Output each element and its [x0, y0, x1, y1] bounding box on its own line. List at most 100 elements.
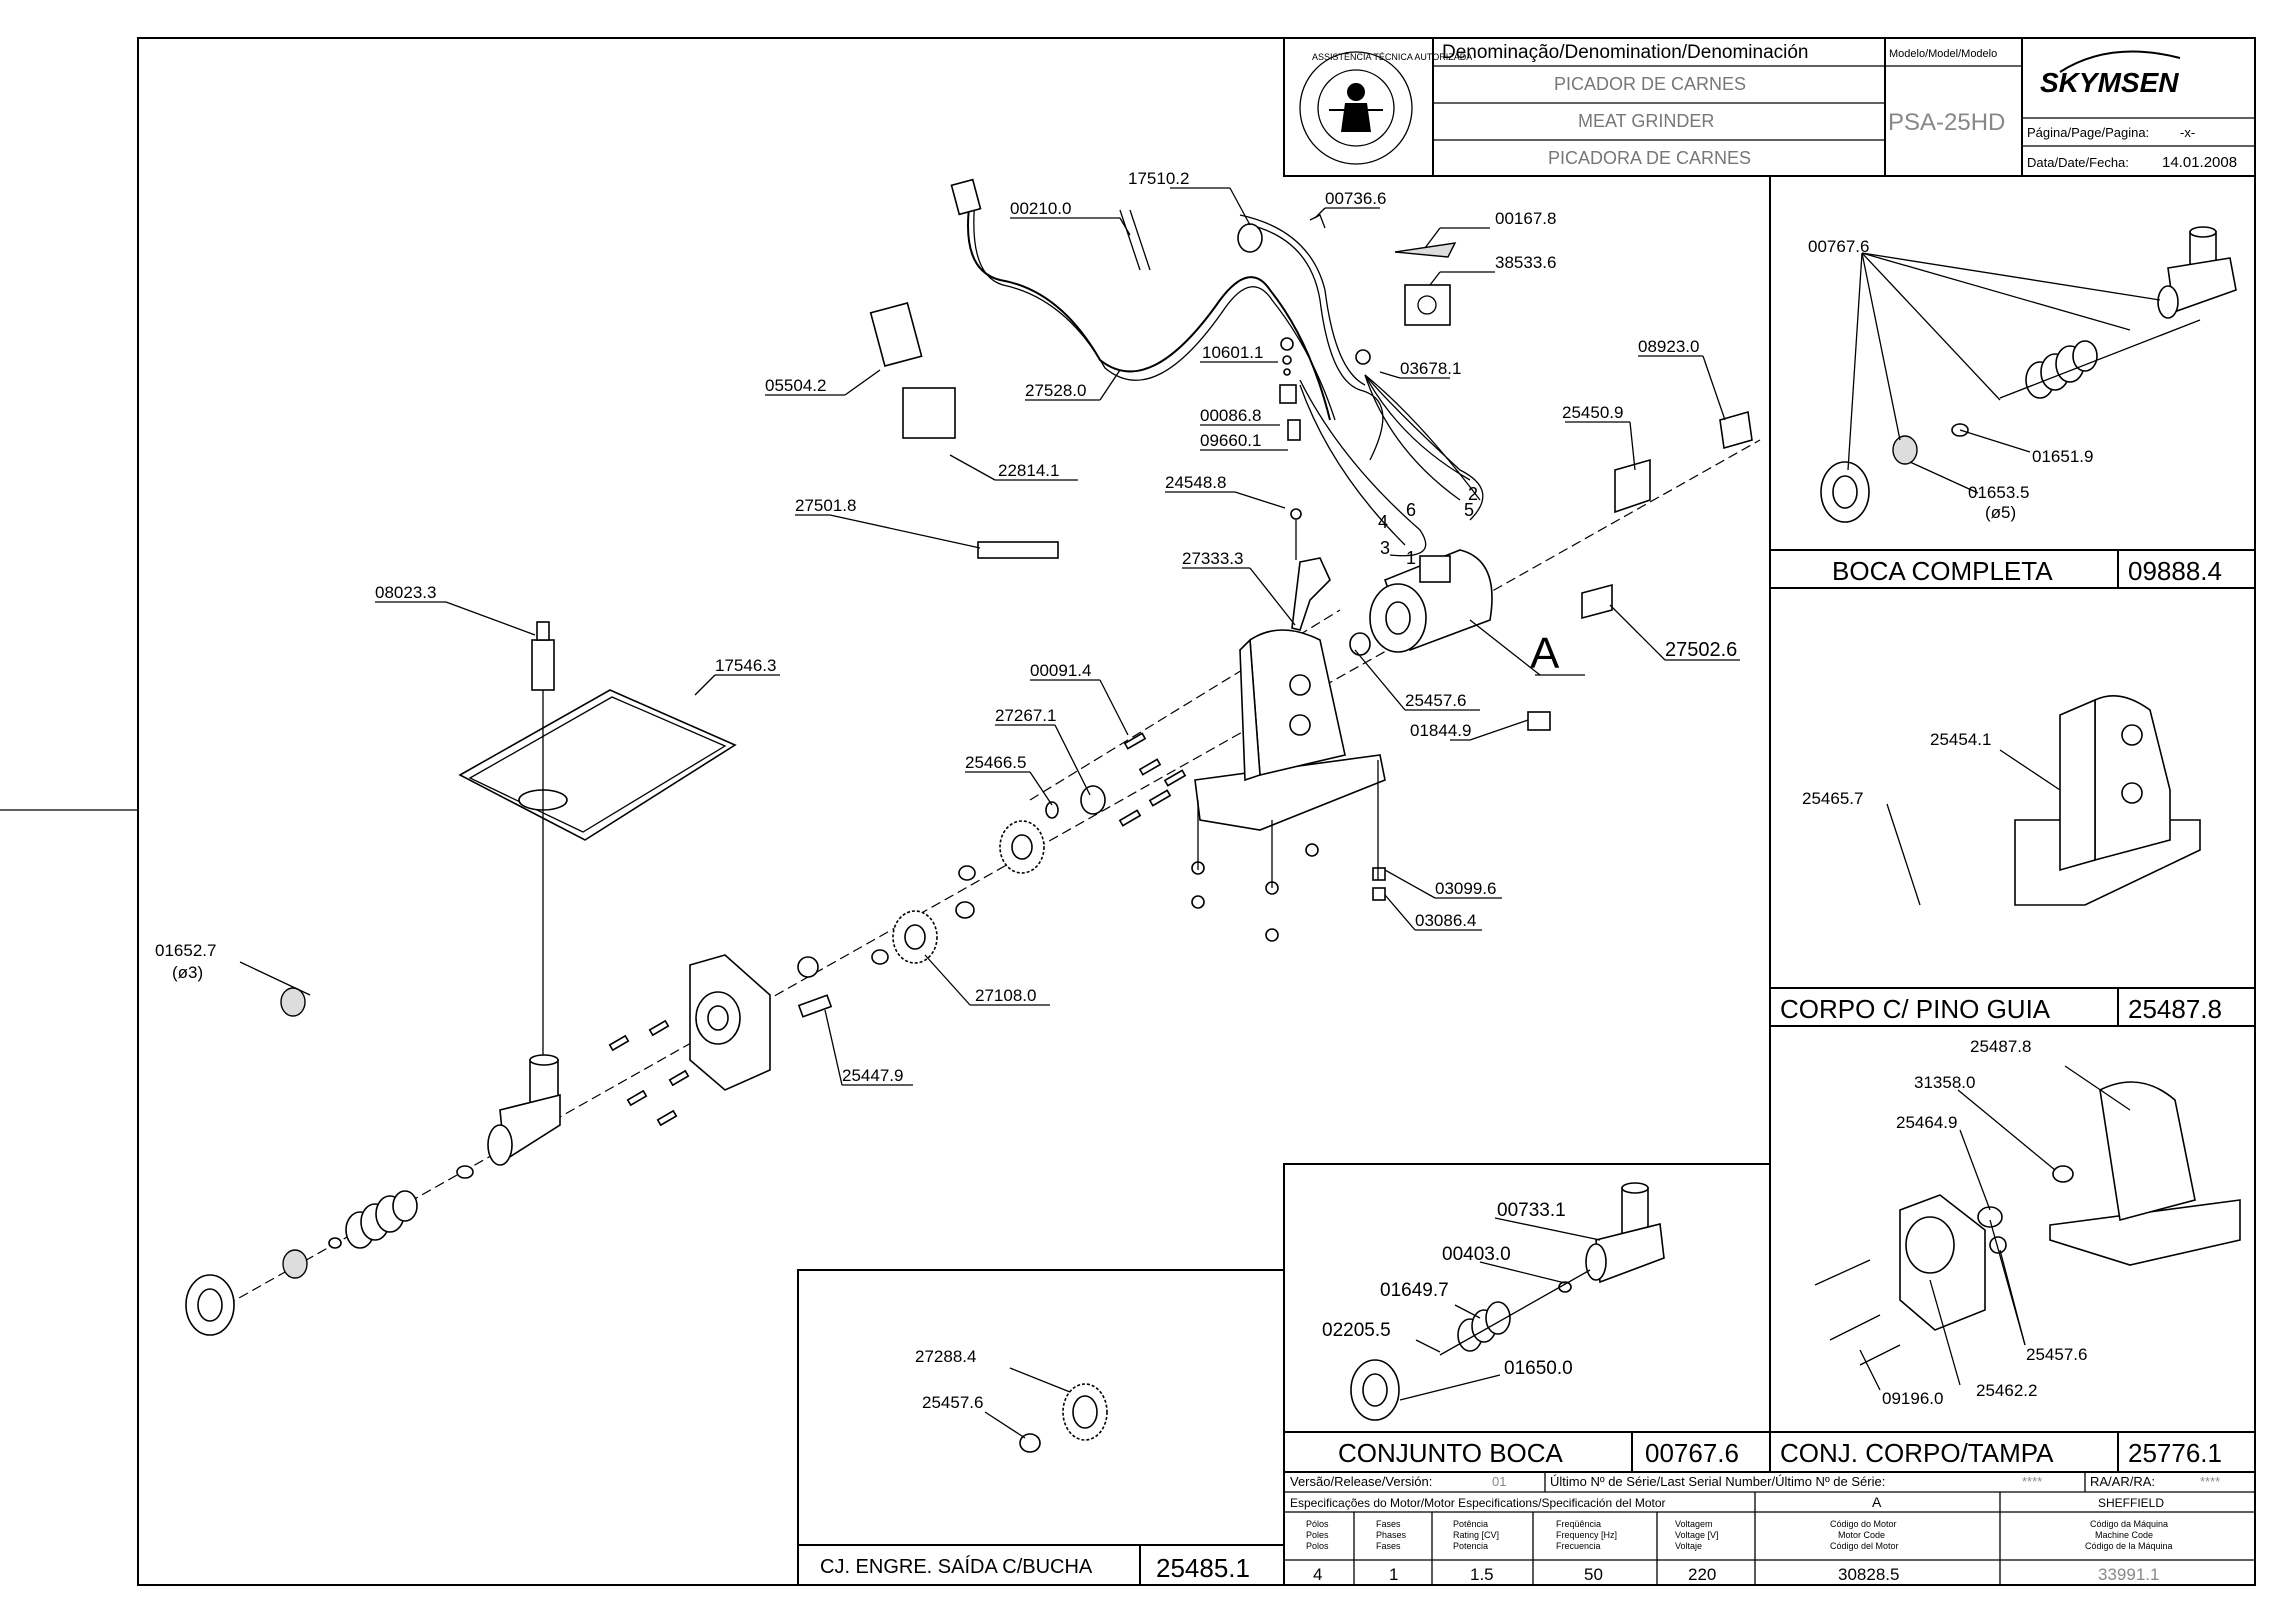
callout-10601-1: 10601.1	[1202, 343, 1263, 362]
callout-motor-a: A	[1530, 629, 1560, 678]
model-header: Modelo/Model/Modelo	[1889, 48, 1997, 60]
wire-number-2: 2	[1468, 484, 1478, 504]
version-value: 01	[1492, 1474, 1506, 1489]
motor-code-h3: Código del Motor	[1830, 1541, 1899, 1551]
panel-engrenagem-title: CJ. ENGRE. SAÍDA C/BUCHA	[820, 1555, 1093, 1578]
panel-engrenagem-code: 25485.1	[1156, 1553, 1250, 1583]
panel-corpo-tampa-title: CONJ. CORPO/TAMPA	[1780, 1438, 2054, 1468]
title-block: ASSISTÊNCIA TÉCNICA AUTORIZADA Denominaç…	[1283, 37, 2255, 177]
panel-boca-label-2: 01651.9	[2032, 447, 2093, 466]
poles-value: 4	[1313, 1565, 1322, 1584]
panel-tampa-label-6: 09196.0	[1882, 1389, 1943, 1408]
callout-27528-0: 27528.0	[1025, 381, 1086, 400]
panel-corpo-pino-code: 25487.8	[2128, 994, 2222, 1024]
callout-27267-1: 27267.1	[995, 706, 1056, 725]
col5-h1: Voltagem	[1675, 1519, 1713, 1529]
main-assembly: 1 2 3 4 5 6	[155, 169, 1761, 1336]
callout-27108-0: 27108.0	[975, 986, 1036, 1005]
panel-tampa-label-1: 25487.8	[1970, 1037, 2031, 1056]
version-label: Versão/Release/Versión:	[1290, 1474, 1432, 1489]
serial-label: Último Nº de Série/Last Serial Number/Úl…	[1550, 1474, 1885, 1489]
spec-table: Versão/Release/Versión: 01 Último Nº de …	[1283, 1471, 2256, 1586]
col3-h2: Rating [CV]	[1453, 1530, 1499, 1540]
callout-dia-3: (ø3)	[172, 963, 203, 982]
date-label: Data/Date/Fecha:	[2027, 155, 2129, 170]
motor-code-h1: Código do Motor	[1830, 1519, 1897, 1529]
panel-boca-label-4: (ø5)	[1985, 503, 2016, 522]
callout-08923-0: 08923.0	[1638, 337, 1699, 356]
panel-boca-label-1: 00767.6	[1808, 237, 1869, 256]
callout-25466-5: 25466.5	[965, 753, 1026, 772]
callout-27501-8: 27501.8	[795, 496, 856, 515]
drawing-frame	[137, 37, 2256, 1586]
mincer-head	[185, 987, 561, 1336]
col4-h3: Frecuencia	[1556, 1541, 1601, 1551]
col1-h2: Poles	[1306, 1530, 1329, 1540]
motor-code-value: 30828.5	[1838, 1565, 1899, 1584]
name-es: PICADORA DE CARNES	[1548, 148, 1751, 168]
panel-boca-completa-code: 09888.4	[2128, 556, 2222, 586]
machine-code-h1: Código da Máquina	[2090, 1519, 2168, 1529]
panel-corpo-pino: CORPO C/ PINO GUIA 25487.8 25454.1 25465…	[1769, 694, 2256, 1027]
col1-h3: Polos	[1306, 1541, 1329, 1551]
seal-text: ASSISTÊNCIA TÉCNICA AUTORIZADA	[1312, 52, 1472, 62]
name-pt: PICADOR DE CARNES	[1554, 74, 1746, 94]
callout-08023-3: 08023.3	[375, 583, 436, 602]
callout-22814-1: 22814.1	[998, 461, 1059, 480]
panel-cb-label-5: 01650.0	[1504, 1358, 1573, 1379]
wire-number-3: 3	[1380, 538, 1390, 558]
panel-boca-label-3: 01653.5	[1968, 483, 2029, 502]
panel-cb-label-2: 00403.0	[1442, 1244, 1511, 1265]
panel-cb-label-1: 00733.1	[1497, 1200, 1566, 1221]
panel-corpo-label-1: 25454.1	[1930, 730, 1991, 749]
panel-eng-label-2: 25457.6	[922, 1393, 983, 1412]
machine-code-value: 33991.1	[2098, 1565, 2159, 1584]
callout-24548-8: 24548.8	[1165, 473, 1226, 492]
callout-01844-9: 01844.9	[1410, 721, 1471, 740]
col1-h1: Pólos	[1306, 1519, 1329, 1529]
model-number: PSA-25HD	[1888, 109, 2005, 136]
callout-25457-6: 25457.6	[1405, 691, 1466, 710]
panel-engrenagem: CJ. ENGRE. SAÍDA C/BUCHA 25485.1 27288.4…	[797, 1269, 1285, 1586]
panel-boca-completa: BOCA COMPLETA 09888.4 00767.6 01651.9 01…	[1769, 226, 2256, 589]
callout-27333-3: 27333.3	[1182, 549, 1243, 568]
wire-number-5: 5	[1464, 500, 1474, 520]
wire-number-1: 1	[1406, 548, 1416, 568]
callout-17546-3: 17546.3	[715, 656, 776, 675]
panel-eng-label-1: 27288.4	[915, 1347, 976, 1366]
col2-h2: Phases	[1376, 1530, 1407, 1540]
callout-17510-2: 17510.2	[1128, 169, 1189, 188]
panel-tampa-label-5: 25462.2	[1976, 1381, 2037, 1400]
wire-number-6: 6	[1406, 500, 1416, 520]
callout-03086-4: 03086.4	[1415, 911, 1476, 930]
machine-code-h3: Código de la Máquina	[2085, 1541, 2173, 1551]
panel-corpo-label-2: 25465.7	[1802, 789, 1863, 808]
serial-value: ****	[2022, 1474, 2042, 1489]
hopper-tray	[458, 621, 737, 1060]
brand-name: SKYMSEN	[2040, 67, 2179, 98]
callout-27502-6: 27502.6	[1665, 639, 1737, 661]
col4-h1: Freqüência	[1556, 1519, 1601, 1529]
machine-code-h2: Machine Code	[2095, 1530, 2153, 1540]
callout-25447-9: 25447.9	[842, 1066, 903, 1085]
leader-lines	[239, 187, 1740, 1086]
panel-tampa-label-3: 25464.9	[1896, 1113, 1957, 1132]
col2-h3: Fases	[1376, 1541, 1401, 1551]
callout-labels: 00210.0 17510.2 00736.6 00167.8 38533.6 …	[155, 169, 1737, 1085]
callout-00086-8: 00086.8	[1200, 406, 1261, 425]
panel-boca-completa-title: BOCA COMPLETA	[1832, 556, 2053, 586]
callout-00167-8: 00167.8	[1495, 209, 1556, 228]
wire-number-4: 4	[1378, 512, 1388, 532]
callout-25450-9: 25450.9	[1562, 403, 1623, 422]
authorized-service-seal: ASSISTÊNCIA TÉCNICA AUTORIZADA	[1299, 51, 1472, 165]
col2-h1: Fases	[1376, 1519, 1401, 1529]
denomination-header: Denominação/Denomination/Denominación	[1442, 42, 1809, 63]
callout-01652-7: 01652.7	[155, 941, 216, 960]
motor-code-h2: Motor Code	[1838, 1530, 1885, 1540]
col3-h1: Potência	[1453, 1519, 1488, 1529]
panel-conjunto-boca: CONJUNTO BOCA 00767.6 00733.1 00403.0 01…	[1283, 1163, 1771, 1473]
panel-corpo-tampa: CONJ. CORPO/TAMPA 25776.1 25487.8 31358.…	[1769, 1037, 2256, 1473]
callout-38533-6: 38533.6	[1495, 253, 1556, 272]
page-value: -x-	[2180, 125, 2195, 140]
callout-00091-4: 00091.4	[1030, 661, 1091, 680]
